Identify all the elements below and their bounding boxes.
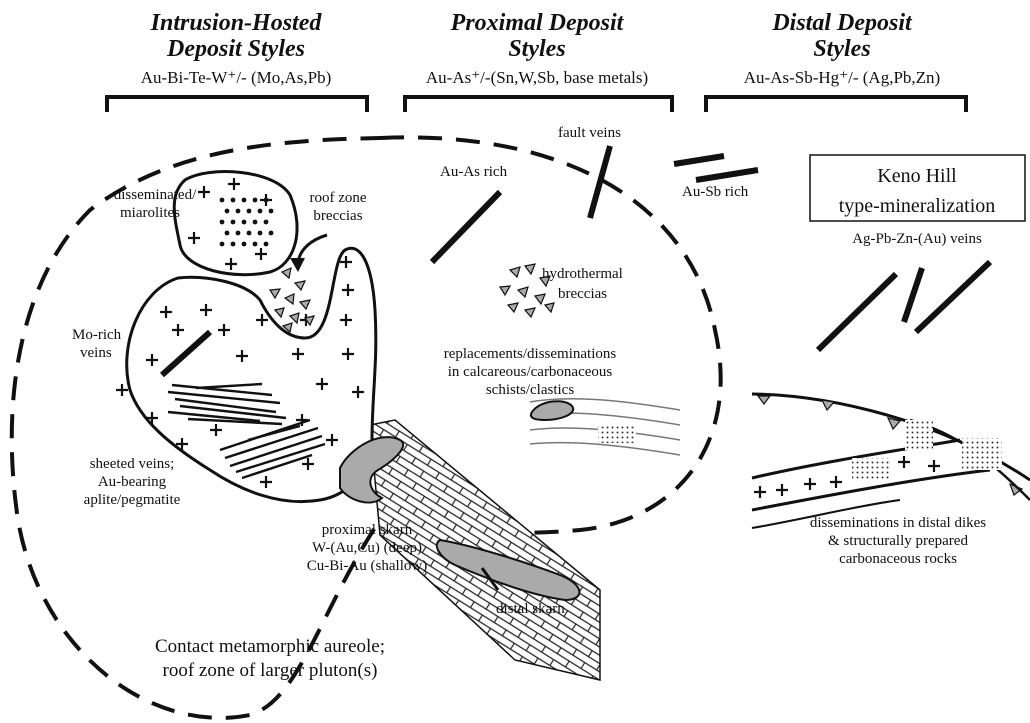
header-brackets	[107, 97, 966, 112]
distal-dikes-label-3: carbonaceous rocks	[839, 551, 957, 567]
replacements-label-2: in calcareous/carbonaceous	[448, 364, 613, 380]
contact-aureole-label-2: roof zone of larger pluton(s)	[163, 660, 378, 681]
miarolite-dot	[225, 231, 230, 236]
miarolite-dot	[242, 198, 247, 203]
miarolite-dot	[225, 209, 230, 214]
miarolite-dot	[220, 242, 225, 247]
distal-elements: Au-As-Sb-Hg⁺/- (Ag,Pb,Zn)	[744, 68, 940, 87]
roof-zone-arrow	[298, 235, 327, 262]
miarolite-dot	[258, 209, 263, 214]
miarolite-dot	[231, 198, 236, 203]
au-sb-rich-label: Au-Sb rich	[682, 184, 749, 200]
miarolite-dot	[253, 242, 258, 247]
distal-header-line2: Styles	[813, 36, 870, 62]
hydrothermal-label-1: hydrothermal	[542, 266, 623, 282]
fault-veins-label: fault veins	[558, 125, 621, 141]
miarolite-dot	[236, 231, 241, 236]
dike-dotted-zone-1	[852, 458, 890, 480]
sheeted-veins-label-2: Au-bearing	[98, 474, 167, 490]
bracket-distal	[706, 97, 966, 112]
keno-hill-subtitle: type-mineralization	[839, 195, 996, 217]
miarolite-dot	[269, 209, 274, 214]
disseminated-label-1: disseminated/	[114, 187, 197, 203]
sheeted-veins-label-3: aplite/pegmatite	[84, 492, 181, 508]
miarolite-dot	[247, 209, 252, 214]
keno-veins-label: Ag-Pb-Zn-(Au) veins	[852, 231, 982, 247]
miarolite-dot	[264, 220, 269, 225]
miarolite-dot	[264, 198, 269, 203]
distal-dikes-label-2: & structurally prepared	[828, 533, 968, 549]
miarolite-dot	[258, 231, 263, 236]
proximal-skarn-label-2: W-(Au,Cu) (deep)	[312, 540, 422, 556]
miarolite-dot	[242, 242, 247, 247]
bracket-intrusion	[107, 97, 367, 112]
intrusion-header-line1: Intrusion-Hosted	[150, 10, 323, 36]
miarolite-dot	[220, 220, 225, 225]
roof-breccia-triangles	[270, 268, 314, 332]
mo-rich-label-2: veins	[80, 345, 112, 361]
distal-header-line1: Distal Deposit	[771, 10, 913, 36]
dike-dotted-zone-2	[905, 420, 933, 450]
miarolite-dot	[253, 198, 258, 203]
replacements-label-3: schists/clastics	[486, 382, 574, 398]
miarolite-dot	[269, 231, 274, 236]
contact-aureole-label-1: Contact metamorphic aureole;	[155, 636, 385, 657]
proximal-elements: Au-As⁺/-(Sn,W,Sb, base metals)	[426, 68, 648, 87]
miarolite-dot	[253, 220, 258, 225]
intrusion-elements: Au-Bi-Te-W⁺/- (Mo,As,Pb)	[141, 68, 332, 87]
keno-hill-title: Keno Hill	[877, 165, 957, 187]
disseminated-label-2: miarolites	[120, 205, 180, 221]
miarolite-dot	[220, 198, 225, 203]
distal-dikes-label-1: disseminations in distal dikes	[810, 515, 986, 531]
roof-zone-arrowhead	[290, 258, 305, 272]
au-as-rich-label: Au-As rich	[440, 164, 508, 180]
roof-zone-label-1: roof zone	[309, 190, 366, 206]
miarolite-dot	[247, 231, 252, 236]
miarolite-dot	[264, 242, 269, 247]
proximal-header-line2: Styles	[508, 36, 565, 62]
distal-skarn-label: distal skarn	[496, 601, 565, 617]
proximal-header-line1: Proximal Deposit	[450, 10, 625, 36]
proximal-skarn-label-1: proximal skarn	[322, 522, 413, 538]
roof-zone-label-2: breccias	[313, 208, 362, 224]
bracket-proximal	[405, 97, 672, 112]
replacement-dotted-zone	[598, 425, 636, 443]
miarolite-dot	[231, 220, 236, 225]
dike-dotted-zone-3	[962, 438, 1002, 470]
mo-rich-label-1: Mo-rich	[72, 327, 122, 343]
replacements-label-1: replacements/disseminations	[444, 346, 617, 362]
proximal-skarn-label-3: Cu-Bi-Au (shallow)	[307, 558, 427, 574]
miarolite-dot	[242, 220, 247, 225]
intrusion-header-line2: Deposit Styles	[166, 36, 305, 62]
miarolite-dot	[236, 209, 241, 214]
sheeted-veins-label-1: sheeted veins;	[90, 456, 175, 472]
miarolite-dot	[231, 242, 236, 247]
hydrothermal-label-2: breccias	[558, 286, 607, 302]
replacement-pod	[531, 401, 573, 420]
